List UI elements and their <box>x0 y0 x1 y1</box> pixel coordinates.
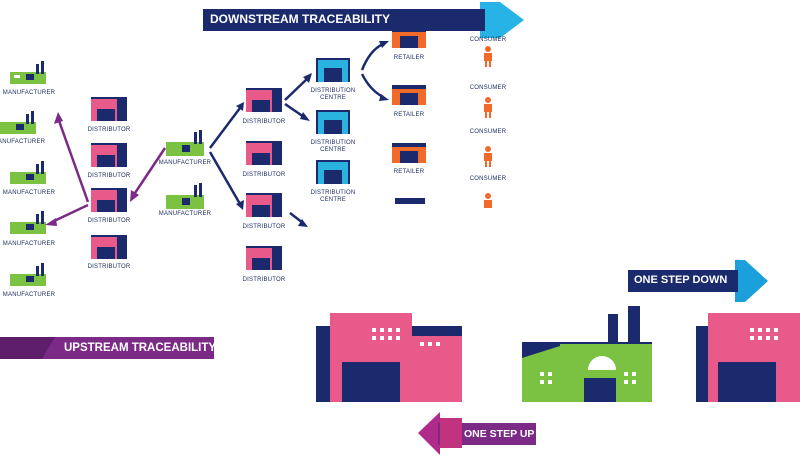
upstream-traceability-label: UPSTREAM TRACEABILITY <box>64 342 217 354</box>
one-step-down-banner: ONE STEP DOWN <box>634 270 727 290</box>
manufacturer-icon-middle-2 <box>166 183 204 209</box>
one-step-up-pink <box>440 418 462 448</box>
manufacturer-label: MANUFACTURER <box>2 190 56 196</box>
distribution-centre-label: DISTRIBUTION CENTRE <box>298 140 368 154</box>
distribution-label-line2: CENTRE <box>320 147 346 153</box>
manufacturer-icons-left <box>0 61 46 286</box>
distribution-centre-icons <box>316 58 350 184</box>
large-distributor-right <box>696 313 800 402</box>
distribution-centre-label: DISTRIBUTION CENTRE <box>298 190 368 204</box>
one-step-up-label: ONE STEP UP <box>464 428 535 440</box>
distributor-label: DISTRIBUTOR <box>87 218 131 224</box>
consumer-label: CONSUMER <box>469 37 507 43</box>
consumer-label: CONSUMER <box>469 129 507 135</box>
manufacturer-label: MANUFACTURER <box>0 139 46 145</box>
retailer-label: RETAILER <box>393 169 425 175</box>
one-step-down-label: ONE STEP DOWN <box>634 274 728 286</box>
upstream-arrows <box>45 112 167 226</box>
one-step-up-arrow-head <box>418 412 440 455</box>
consumer-label: CONSUMER <box>469 85 507 91</box>
distributor-label: DISTRIBUTOR <box>242 119 286 125</box>
manufacturer-label: MANUFACTURER <box>2 292 56 298</box>
manufacturer-label: MANUFACTURER <box>2 241 56 247</box>
upstream-banner-notch <box>0 337 55 359</box>
downstream-arrows <box>208 41 389 227</box>
downstream-traceability-banner: DOWNSTREAM TRACEABILITY <box>210 9 390 29</box>
manufacturer-label: MANUFACTURER <box>158 211 212 217</box>
distributor-label: DISTRIBUTOR <box>87 173 131 179</box>
downstream-banner-bar <box>203 9 485 31</box>
consumer-icons <box>484 46 492 208</box>
distributor-label: DISTRIBUTOR <box>242 224 286 230</box>
retailer-label: RETAILER <box>393 112 425 118</box>
distribution-label-line1: DISTRIBUTION <box>310 190 356 196</box>
large-manufacturer-center <box>522 306 652 402</box>
retailer-icons <box>392 28 426 204</box>
distributor-label: DISTRIBUTOR <box>87 264 131 270</box>
distribution-centre-label: DISTRIBUTION CENTRE <box>298 88 368 102</box>
distribution-label-line2: CENTRE <box>320 95 346 101</box>
downstream-arrow-head <box>480 2 524 38</box>
distributor-icons-col4 <box>246 88 282 270</box>
distributor-label: DISTRIBUTOR <box>242 277 286 283</box>
one-step-up-banner: ONE STEP UP <box>464 424 534 444</box>
upstream-banner-bar <box>0 337 214 359</box>
retailer-label: RETAILER <box>393 55 425 61</box>
one-step-down-bar <box>628 270 738 292</box>
distribution-label-line1: DISTRIBUTION <box>310 140 356 146</box>
large-distributor-left <box>316 313 462 402</box>
upstream-traceability-banner: UPSTREAM TRACEABILITY <box>64 338 216 358</box>
distribution-label-line2: CENTRE <box>320 197 346 203</box>
one-step-up-bar <box>438 423 536 445</box>
one-step-down-arrow-head <box>735 260 768 302</box>
distributor-label: DISTRIBUTOR <box>242 172 286 178</box>
manufacturer-label: MANUFACTURER <box>158 160 212 166</box>
manufacturer-icon-middle <box>166 130 204 156</box>
consumer-label: CONSUMER <box>469 176 507 182</box>
distributor-label: DISTRIBUTOR <box>87 127 131 133</box>
distributor-icons-col2 <box>91 97 127 259</box>
downstream-traceability-label: DOWNSTREAM TRACEABILITY <box>210 12 390 26</box>
manufacturer-label: MANUFACTURER <box>2 90 56 96</box>
distribution-label-line1: DISTRIBUTION <box>310 88 356 94</box>
